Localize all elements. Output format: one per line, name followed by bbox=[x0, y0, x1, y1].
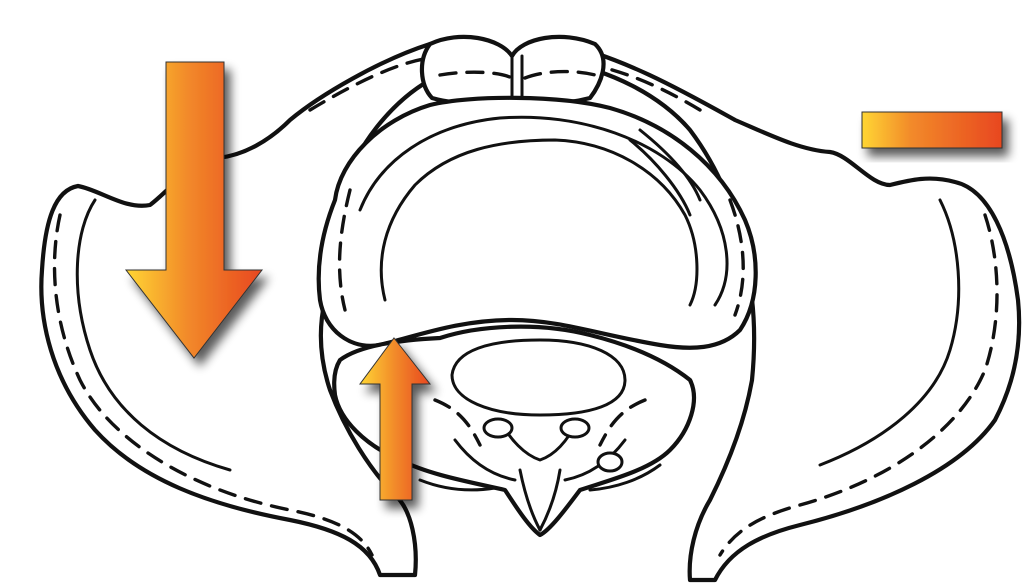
pubic-symphysis bbox=[422, 37, 604, 104]
horizontal-bar bbox=[862, 112, 1002, 148]
pelvic-inlet bbox=[319, 98, 756, 348]
